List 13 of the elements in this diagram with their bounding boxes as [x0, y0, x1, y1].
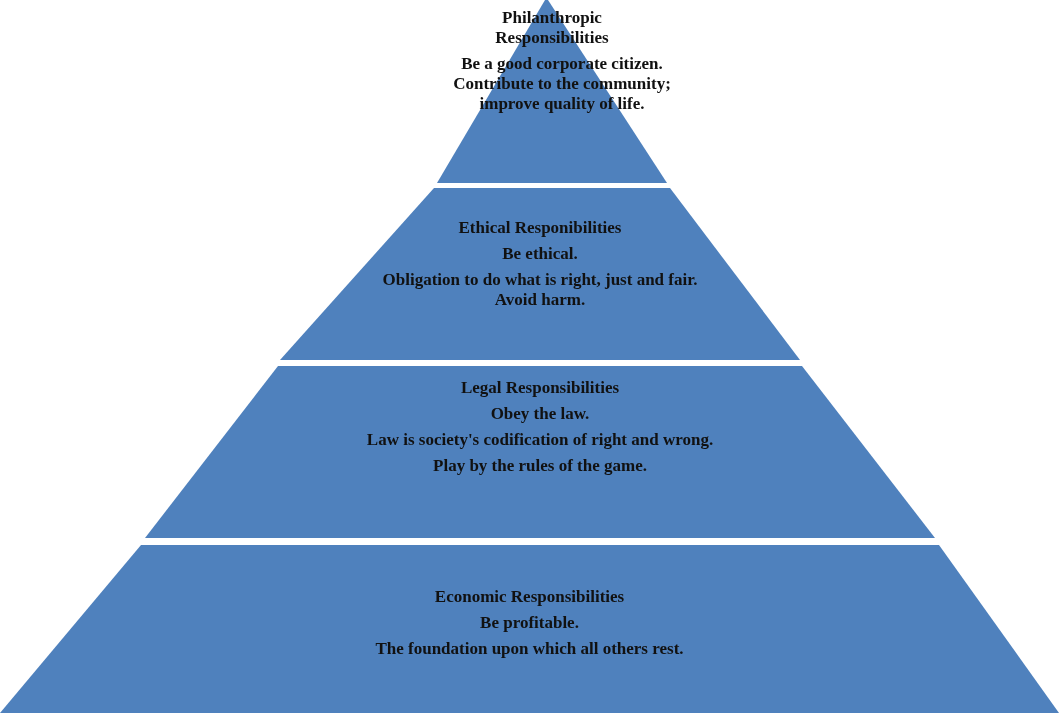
tier-heading: Economic Responsibilities: [433, 587, 626, 607]
pyramid-tier: [280, 188, 800, 360]
tier-heading: Ethical Responibilities: [457, 218, 623, 238]
pyramid-tier: [145, 366, 935, 538]
tier-heading: Legal Responsibilities: [459, 378, 621, 398]
tier-text: Be profitable.: [479, 613, 580, 633]
tier-text: Play by the rules of the game.: [432, 456, 648, 476]
tier-text: Obligation to do what is right, just and fair. Avoid harm.: [381, 270, 699, 310]
tier-text: Obey the law.: [489, 404, 591, 424]
tier-text: Be ethical.: [501, 244, 579, 264]
tier-text: Law is society's codification of right and wrong.: [365, 430, 715, 450]
tier-text: The foundation upon which all others rest.: [374, 639, 685, 659]
pyramid-tier: [0, 545, 1059, 713]
